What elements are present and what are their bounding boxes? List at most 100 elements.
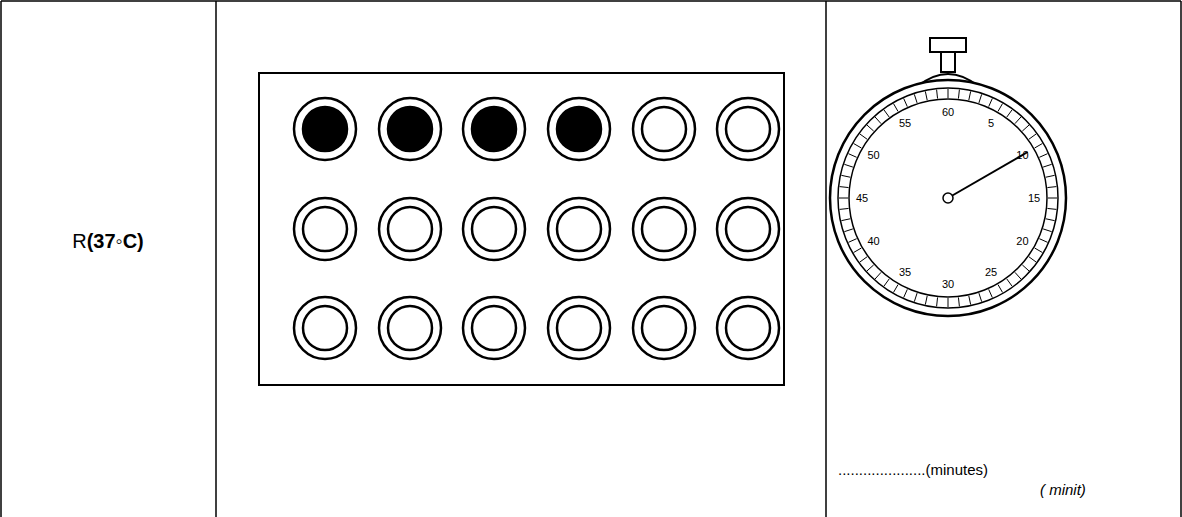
dial-tick xyxy=(867,125,874,131)
dial-tick xyxy=(925,91,927,100)
dial-tick xyxy=(1007,110,1012,117)
dial-tick xyxy=(854,144,862,149)
dial-tick xyxy=(904,98,908,106)
temperature-label: (37◦C) xyxy=(87,230,144,252)
dark-well xyxy=(472,107,516,151)
dark-well xyxy=(388,107,432,151)
clear-well xyxy=(303,207,347,251)
dial-tick xyxy=(1015,117,1021,124)
dial-number: 50 xyxy=(867,149,879,161)
dial-tick xyxy=(839,198,848,199)
well-rim xyxy=(548,198,610,260)
dial-tick xyxy=(875,117,881,124)
dial-tick xyxy=(979,94,982,103)
dial-tick xyxy=(1022,125,1029,131)
clear-well xyxy=(557,207,601,251)
dial-tick xyxy=(1043,164,1052,167)
dial-tick xyxy=(1048,198,1057,199)
dial-tick xyxy=(875,272,881,279)
dial-tick xyxy=(840,186,849,188)
dial-tick xyxy=(1035,144,1043,149)
well-rim xyxy=(633,98,695,160)
dial-tick xyxy=(1015,272,1021,279)
dial-tick xyxy=(998,104,1003,112)
clear-well xyxy=(472,306,516,350)
dark-well xyxy=(303,107,347,151)
well-rim xyxy=(294,297,356,359)
dial-tick xyxy=(854,248,862,253)
dial-tick xyxy=(948,298,949,307)
dial-tick xyxy=(958,90,960,99)
dial-number: 15 xyxy=(1028,192,1040,204)
dial-tick xyxy=(969,296,971,305)
spotting-tile xyxy=(259,73,784,385)
well-rim xyxy=(379,297,441,359)
dial-tick xyxy=(894,104,899,112)
well-rim xyxy=(717,198,779,260)
clear-well xyxy=(642,107,686,151)
dial-tick xyxy=(904,289,908,297)
dial-tick xyxy=(936,90,938,99)
clear-well xyxy=(557,306,601,350)
dial-tick xyxy=(925,296,927,305)
clear-well xyxy=(642,306,686,350)
dial-tick xyxy=(989,98,993,106)
well-rim xyxy=(294,198,356,260)
well-rim xyxy=(633,198,695,260)
dial-tick xyxy=(844,229,853,232)
dial-tick xyxy=(1029,134,1036,139)
dial-tick xyxy=(1043,229,1052,232)
clear-well xyxy=(726,107,770,151)
dial-tick xyxy=(844,164,853,167)
dial-number: 30 xyxy=(942,278,954,290)
dial-tick xyxy=(841,175,850,177)
dial-tick xyxy=(1046,219,1055,221)
dial-tick xyxy=(914,293,917,302)
dial-tick xyxy=(1029,257,1036,262)
dark-well xyxy=(557,107,601,151)
dial-number: 40 xyxy=(867,235,879,247)
dial-tick xyxy=(860,134,867,139)
dial-tick xyxy=(936,297,938,306)
dial-tick xyxy=(840,208,849,210)
dial-tick xyxy=(848,239,856,243)
clear-well xyxy=(303,306,347,350)
stopwatch-hand xyxy=(948,152,1028,198)
answer-blank: .....................(minutes) xyxy=(838,462,988,479)
clear-well xyxy=(726,306,770,350)
well-rim xyxy=(294,98,356,160)
clear-well xyxy=(642,207,686,251)
clear-well xyxy=(472,207,516,251)
dial-number: 25 xyxy=(985,266,997,278)
well-rim xyxy=(379,98,441,160)
well-rim xyxy=(548,98,610,160)
dial-number: 45 xyxy=(856,192,868,204)
well-rim xyxy=(379,198,441,260)
dial-tick xyxy=(1046,175,1055,177)
well-rim xyxy=(717,297,779,359)
well-rim xyxy=(463,297,525,359)
well-rim xyxy=(463,198,525,260)
well-rim xyxy=(633,297,695,359)
dial-tick xyxy=(1047,186,1056,188)
dial-tick xyxy=(1007,279,1012,286)
clear-well xyxy=(388,306,432,350)
stopwatch xyxy=(830,38,1066,316)
dial-number: 60 xyxy=(942,106,954,118)
row-label: R xyxy=(72,230,86,252)
dial-tick xyxy=(979,293,982,302)
dial-tick xyxy=(884,110,889,117)
malay-unit: ( minit) xyxy=(1040,482,1086,499)
dial-tick xyxy=(867,265,874,271)
dial-tick xyxy=(848,154,856,158)
dial-tick xyxy=(841,219,850,221)
dial-number: 10 xyxy=(1016,149,1028,161)
dial-tick xyxy=(1039,239,1047,243)
clear-well xyxy=(388,207,432,251)
dial-number: 35 xyxy=(899,266,911,278)
well-rim xyxy=(717,98,779,160)
clear-well xyxy=(726,207,770,251)
dial-tick xyxy=(1047,208,1056,210)
